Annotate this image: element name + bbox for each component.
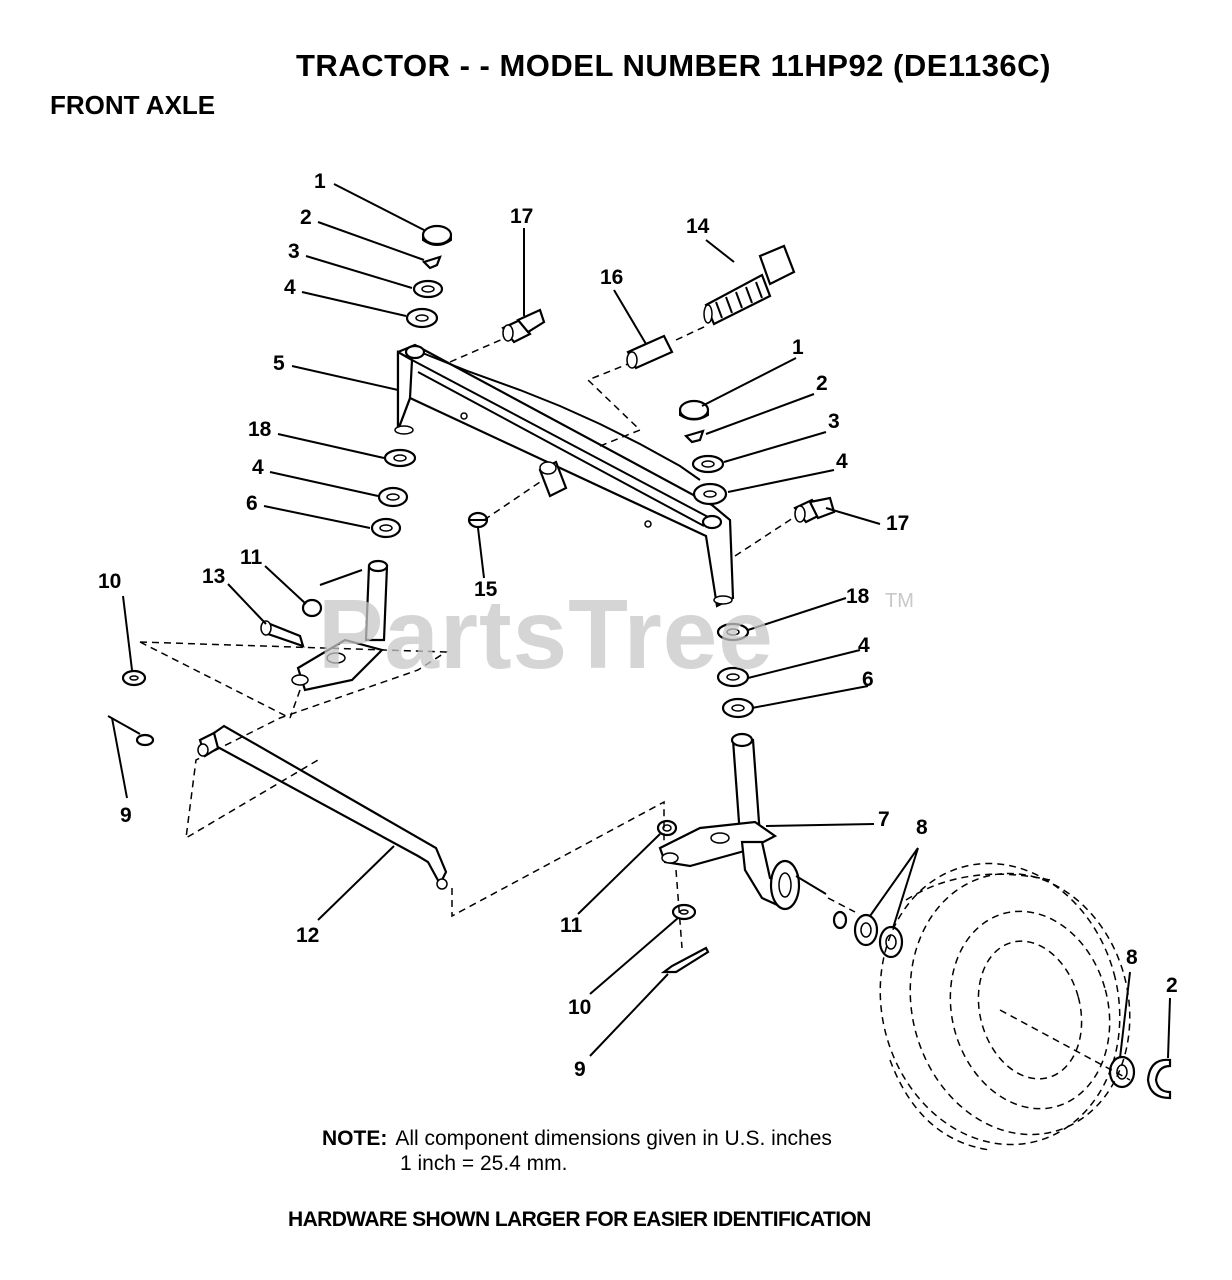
callout-numbers: 1 2 3 4 5 18 4 6 11 13 10 9 17 16 14 1 2… xyxy=(98,170,1178,1081)
left-grease-fitting-17[interactable] xyxy=(501,308,546,344)
left-bearing-6[interactable] xyxy=(370,517,402,539)
note-label: NOTE: xyxy=(322,1127,388,1150)
right-nut-11[interactable] xyxy=(656,819,678,837)
callout-14: 14 xyxy=(686,215,710,238)
callout-4: 4 xyxy=(284,276,296,299)
left-spindle[interactable] xyxy=(260,559,389,692)
callout-11: 11 xyxy=(560,914,583,937)
callout-3: 3 xyxy=(288,240,300,263)
callout-2: 2 xyxy=(1166,974,1178,997)
callout-18: 18 xyxy=(248,418,272,441)
tie-rod-12[interactable] xyxy=(197,724,448,890)
callout-2: 2 xyxy=(300,206,312,229)
callout-6: 6 xyxy=(862,668,874,691)
left-washer-18[interactable] xyxy=(383,448,417,468)
right-cap-1[interactable] xyxy=(678,399,710,421)
callout-5: 5 xyxy=(273,352,285,375)
callout-16: 16 xyxy=(600,266,623,289)
right-bearing-6[interactable] xyxy=(721,697,755,719)
callout-10: 10 xyxy=(568,996,591,1019)
callout-17: 17 xyxy=(886,512,909,535)
right-washer-18[interactable] xyxy=(716,622,750,642)
callout-2: 2 xyxy=(816,372,828,395)
callout-9: 9 xyxy=(574,1058,586,1081)
diagram-title: TRACTOR - - MODEL NUMBER 11HP92 (DE1136C… xyxy=(296,48,1051,83)
callout-17: 17 xyxy=(510,205,533,228)
callout-15: 15 xyxy=(474,578,498,601)
wheel-clip-2[interactable] xyxy=(1146,1058,1172,1100)
left-clip-2[interactable] xyxy=(421,255,442,270)
leader-lines xyxy=(111,183,1171,1059)
callout-9: 9 xyxy=(120,804,132,827)
callout-13: 13 xyxy=(202,565,225,588)
hardware-footer: HARDWARE SHOWN LARGER FOR EASIER IDENTIF… xyxy=(288,1208,871,1231)
callout-8: 8 xyxy=(1126,946,1138,969)
inner-washers-8[interactable] xyxy=(832,910,904,959)
callout-1: 1 xyxy=(314,170,326,193)
section-title: FRONT AXLE xyxy=(50,90,216,120)
dimension-note: NOTE: All component dimensions given in U… xyxy=(322,1126,832,1176)
callout-11: 11 xyxy=(240,546,263,569)
assembly-lines xyxy=(139,325,1131,1081)
right-bushing-4b[interactable] xyxy=(716,666,750,688)
note-line-1: All component dimensions given in U.S. i… xyxy=(395,1127,832,1150)
left-washer-10[interactable] xyxy=(121,669,147,687)
callout-3: 3 xyxy=(828,410,840,433)
note-line-2: 1 inch = 25.4 mm. xyxy=(400,1152,568,1175)
callout-1: 1 xyxy=(792,336,804,359)
callout-4: 4 xyxy=(858,634,870,657)
spacer-16[interactable] xyxy=(626,334,674,370)
callout-4: 4 xyxy=(252,456,264,479)
left-cap-1[interactable] xyxy=(421,224,453,246)
callout-6: 6 xyxy=(246,492,258,515)
callout-8: 8 xyxy=(916,816,928,839)
left-bushing-4a[interactable] xyxy=(405,307,439,329)
screw-15[interactable] xyxy=(467,511,489,529)
callout-12: 12 xyxy=(296,924,319,947)
right-spindle-7[interactable] xyxy=(658,732,827,911)
right-clip-2[interactable] xyxy=(683,429,705,444)
right-washer-3[interactable] xyxy=(691,454,725,474)
pivot-bolt-14[interactable] xyxy=(703,244,796,326)
right-washer-10[interactable] xyxy=(671,903,697,921)
watermark-trademark: TM xyxy=(885,590,914,612)
callout-18: 18 xyxy=(846,585,870,608)
front-wheel[interactable] xyxy=(849,836,1158,1171)
left-bushing-4b[interactable] xyxy=(377,486,409,508)
left-washer-3[interactable] xyxy=(412,279,444,299)
front-axle-beam[interactable] xyxy=(394,343,735,608)
callout-7: 7 xyxy=(878,808,890,831)
watermark-brand: PartsTree xyxy=(318,579,774,689)
right-cotter-pin-9[interactable] xyxy=(660,946,710,974)
callout-10: 10 xyxy=(98,570,121,593)
left-cotter-pin-9[interactable] xyxy=(107,715,155,747)
callout-4: 4 xyxy=(836,450,848,473)
right-grease-fitting-17[interactable] xyxy=(793,496,836,524)
right-bushing-4a[interactable] xyxy=(692,482,728,506)
